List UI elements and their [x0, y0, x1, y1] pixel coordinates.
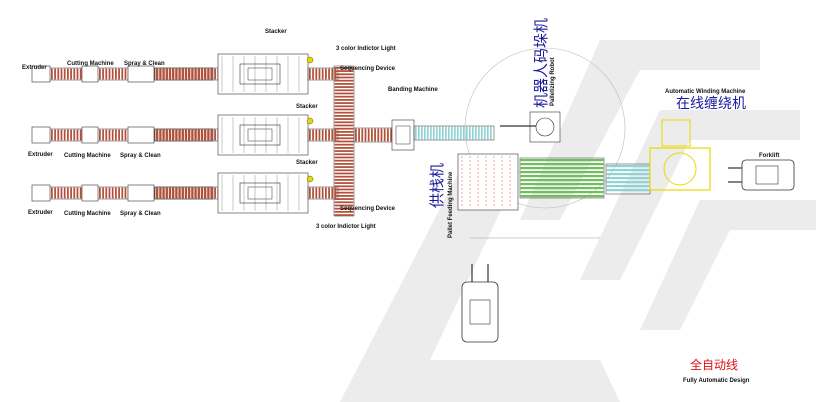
- stacker-label-mid: Stacker: [296, 104, 318, 110]
- spray-label-mid: Spray & Clean: [120, 153, 161, 159]
- extruder-label-bot: Extruder: [28, 210, 53, 216]
- roller-conveyor: [413, 125, 495, 141]
- cutting-box: [81, 184, 99, 202]
- winding-machine: [649, 147, 711, 191]
- robot-label-en: Palletizing Robot: [550, 57, 556, 106]
- winding-label-cn: 在线缠绕机: [676, 96, 746, 112]
- pallet-conveyor: [519, 157, 605, 199]
- stacker-head: [239, 63, 281, 85]
- pallet-feeding-machine: [457, 153, 519, 211]
- banding-machine: [391, 119, 415, 151]
- stacker-frame: [217, 172, 309, 214]
- forklifts: [461, 159, 795, 343]
- extruder-label-mid: Extruder: [28, 152, 53, 158]
- indicator-light: [306, 117, 314, 125]
- brick-conveyor-2: [154, 67, 214, 81]
- spray-box: [127, 126, 155, 144]
- spray-label-top: Spray & Clean: [124, 61, 165, 67]
- lane-top: [31, 53, 339, 95]
- feeding-label-en: Pallet Feeding Machine: [448, 171, 454, 238]
- cutting-label-bot: Cutting Machine: [64, 211, 111, 217]
- auto-label-en: Fully Automatic Design: [683, 378, 750, 384]
- robot-area: [413, 47, 711, 239]
- spray-box: [127, 65, 155, 83]
- auto-label-cn: 全自动线: [690, 358, 739, 372]
- cutting-box: [81, 126, 99, 144]
- spray-label-bot: Spray & Clean: [120, 211, 161, 217]
- feeding-label-cn: 供栈机: [428, 162, 446, 208]
- stacker-frame: [217, 114, 309, 156]
- brick-conveyor-2: [154, 186, 214, 200]
- stacker-label-bot: Stacker: [296, 160, 318, 166]
- extruder-label-top: Extruder: [22, 65, 47, 71]
- light-label-bot: 3 color Indictor Light: [316, 224, 376, 230]
- stacker-label-top: Stacker: [265, 29, 287, 35]
- stacker-frame: [217, 53, 309, 95]
- brick-conveyor-out: [307, 128, 339, 142]
- merge-to-banding: [353, 127, 395, 143]
- cutting-label-top: Cutting Machine: [67, 61, 114, 67]
- brick-conveyor-out: [307, 186, 339, 200]
- brick-conveyor-2: [154, 128, 214, 142]
- extruder-box: [31, 184, 51, 202]
- merge-vertical: [333, 65, 355, 217]
- brick-conveyor-out: [307, 67, 339, 81]
- stacker-head: [239, 182, 281, 204]
- cutting-label-mid: Cutting Machine: [64, 153, 111, 159]
- banding-label: Banding Machine: [388, 87, 438, 93]
- forklift-bottom: [461, 264, 499, 343]
- merge-conveyor: [333, 65, 415, 217]
- winding-tower: [661, 119, 691, 147]
- sequencing-label-bot: Sequencing Device: [340, 206, 396, 212]
- lane-bot: [31, 172, 339, 214]
- stacker-head: [239, 124, 281, 146]
- forklift-right: [728, 159, 795, 191]
- indicator-light: [306, 56, 314, 64]
- light-label-top: 3 color Indictor Light: [336, 46, 396, 52]
- pallet-conveyor-2: [605, 163, 651, 195]
- robot-reach-circle: [464, 47, 626, 209]
- cutting-box: [81, 65, 99, 83]
- winding-label-en: Automatic Winding Machine: [665, 89, 746, 95]
- robot-base: [529, 111, 561, 143]
- spray-box: [127, 184, 155, 202]
- indicator-light: [306, 175, 314, 183]
- robot-label-cn: 机器人码垛机: [532, 17, 550, 108]
- lane-mid: [31, 114, 339, 156]
- extruder-box: [31, 126, 51, 144]
- forklift-label: Forklift: [759, 153, 780, 159]
- extruder-box: [31, 65, 51, 83]
- sequencing-label-top: Sequencing Device: [340, 66, 396, 72]
- production-lanes: [31, 53, 339, 214]
